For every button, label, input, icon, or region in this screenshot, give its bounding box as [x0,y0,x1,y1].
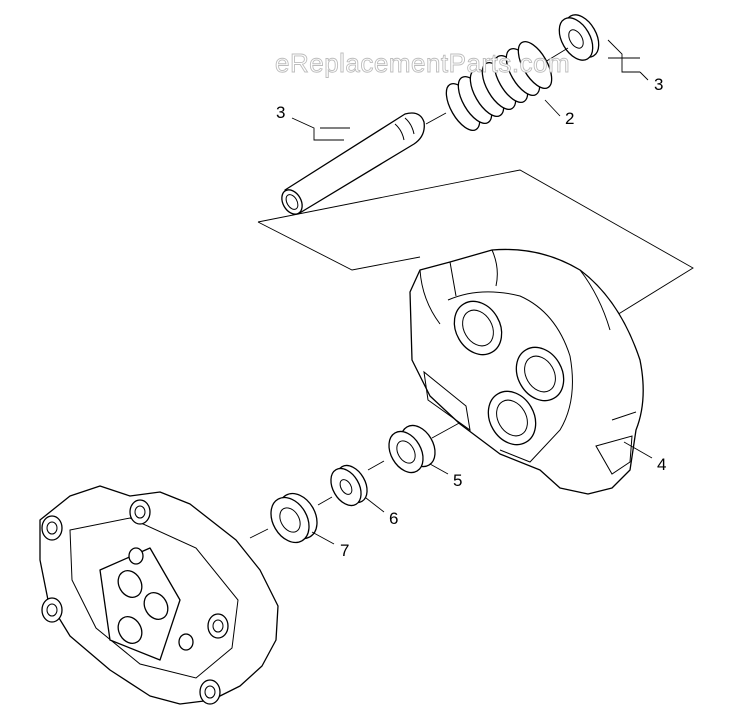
callout-6: 6 [389,509,398,528]
callout-3-left: 3 [276,103,285,122]
callout-5: 5 [453,471,462,490]
callout-3-top: 3 [654,75,663,94]
axis-line-top [425,47,569,125]
washer-part-3 [558,14,600,61]
spring-part-2 [445,41,553,131]
seal-ring-part-6 [330,464,368,507]
leader-5 [429,463,449,475]
leader-7 [311,531,335,545]
assembly-outline [257,169,694,319]
callout-2: 2 [565,109,574,128]
pump-housing-part-4 [409,248,644,495]
seal-part-7 [270,492,318,544]
pin-part-3 [281,112,425,215]
leader-4 [623,441,653,459]
seal-part-5 [388,424,436,474]
watermark-text: eReplacementParts.com [275,48,570,78]
leader-6 [365,497,385,513]
leader-2 [544,99,561,117]
leader-3-left [291,117,350,141]
callout-7: 7 [340,541,349,560]
axis-line-lower [249,404,493,539]
callout-4: 4 [657,455,666,474]
front-cover [39,485,279,705]
leader-3-top [607,39,649,81]
